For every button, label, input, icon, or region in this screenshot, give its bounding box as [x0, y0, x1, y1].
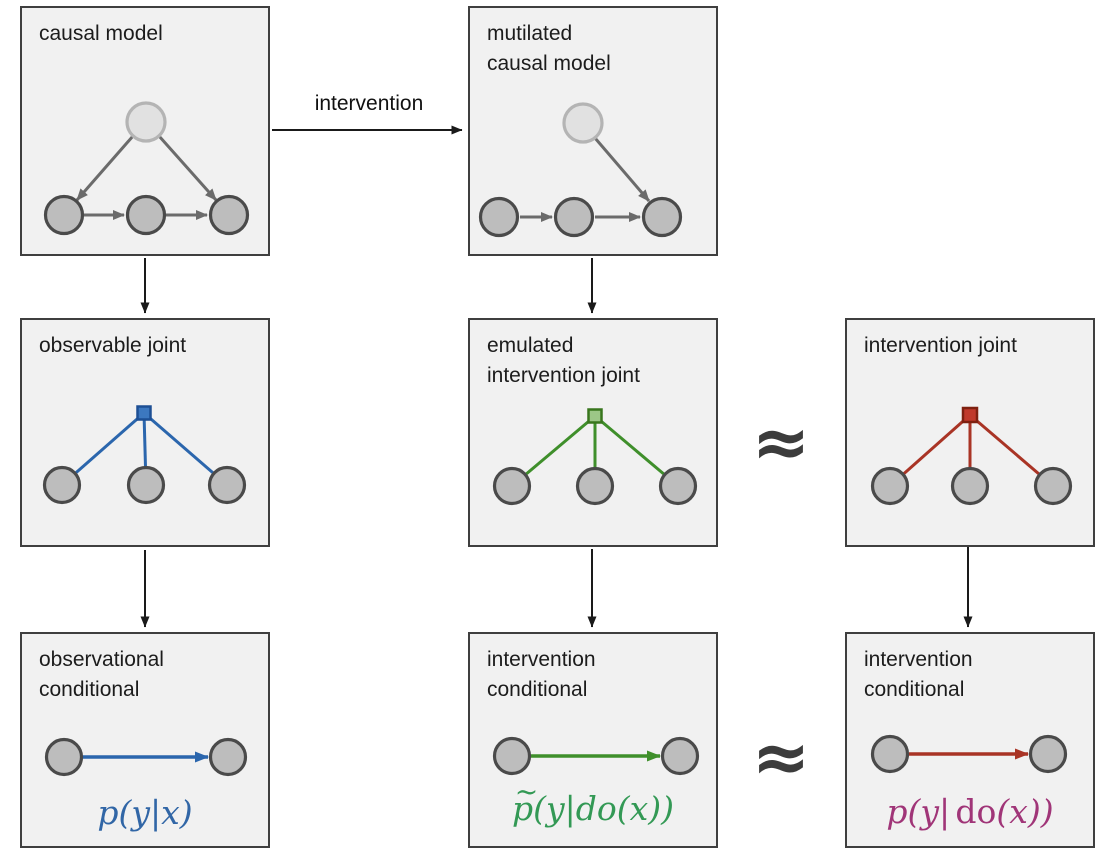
variable-node: [870, 466, 910, 506]
approx-symbol-joint: ≈: [751, 401, 811, 483]
variable-node: [42, 465, 82, 505]
factor-node: [587, 408, 603, 424]
dag-edge: [157, 135, 218, 201]
dag-edge: [75, 135, 135, 201]
panel-mutilated-causal-model: mutilated causal model: [468, 6, 718, 256]
panel-title: intervention joint: [864, 334, 1017, 357]
panel-title: intervention conditional: [487, 648, 596, 701]
variable-node: [43, 194, 85, 236]
factor-node: [136, 405, 152, 421]
variable-node: [660, 736, 700, 776]
mutilated-dag-graphic: [478, 102, 683, 238]
latent-variable-node: [125, 101, 167, 143]
panel-title: causal model: [39, 22, 163, 45]
variable-node: [1028, 734, 1068, 774]
panel-causal-model: causal model: [20, 6, 270, 256]
formula-true-intervention: p(y|do(x)): [886, 792, 1054, 831]
panel-emulated-intervention-joint: emulated intervention joint: [468, 318, 718, 547]
formula-observational: p(y|x): [97, 793, 193, 832]
panel-observational-conditional: observational conditional p(y|x): [20, 632, 270, 848]
variable-node: [207, 465, 247, 505]
panel-title: mutilated causal model: [487, 22, 611, 75]
variable-node: [208, 737, 248, 777]
variable-node: [641, 196, 683, 238]
variable-node: [1033, 466, 1073, 506]
formula-emulated-intervention: ~p(y|do(x)): [512, 774, 674, 828]
panel-intervention-conditional-true: intervention conditional p(y|do(x)): [845, 632, 1095, 848]
intervention-factor-graph-graphic: [870, 406, 1073, 506]
variable-node: [492, 466, 532, 506]
variable-node: [870, 734, 910, 774]
observable-factor-graph-graphic: [42, 405, 247, 505]
emulated-factor-graph-graphic: [492, 408, 698, 506]
variable-node: [125, 194, 167, 236]
causal-dag-graphic: [43, 101, 250, 236]
factor-node: [961, 406, 979, 424]
panel-title: intervention conditional: [864, 648, 973, 701]
emulated-conditional-graphic: [492, 736, 700, 776]
panel-observable-joint: observable joint: [20, 318, 270, 547]
panel-intervention-conditional-emulated: intervention conditional ~p(y|do(x)): [468, 632, 718, 848]
intervention-arrow-label: intervention: [314, 92, 424, 115]
variable-node: [44, 737, 84, 777]
panel-intervention-joint: intervention joint: [845, 318, 1095, 547]
true-conditional-graphic: [870, 734, 1068, 774]
latent-variable-node: [562, 102, 604, 144]
observational-conditional-graphic: [44, 737, 248, 777]
panel-title: emulated intervention joint: [487, 334, 640, 387]
variable-node: [492, 736, 532, 776]
panel-title: observational conditional: [39, 648, 164, 701]
variable-node: [478, 196, 520, 238]
variable-node: [553, 196, 595, 238]
variable-node: [575, 466, 615, 506]
panel-title: observable joint: [39, 334, 187, 357]
dag-edge: [593, 137, 651, 202]
variable-node: [950, 466, 990, 506]
variable-node: [208, 194, 250, 236]
approx-symbol-conditional: ≈: [751, 716, 811, 798]
variable-node: [658, 466, 698, 506]
variable-node: [126, 465, 166, 505]
